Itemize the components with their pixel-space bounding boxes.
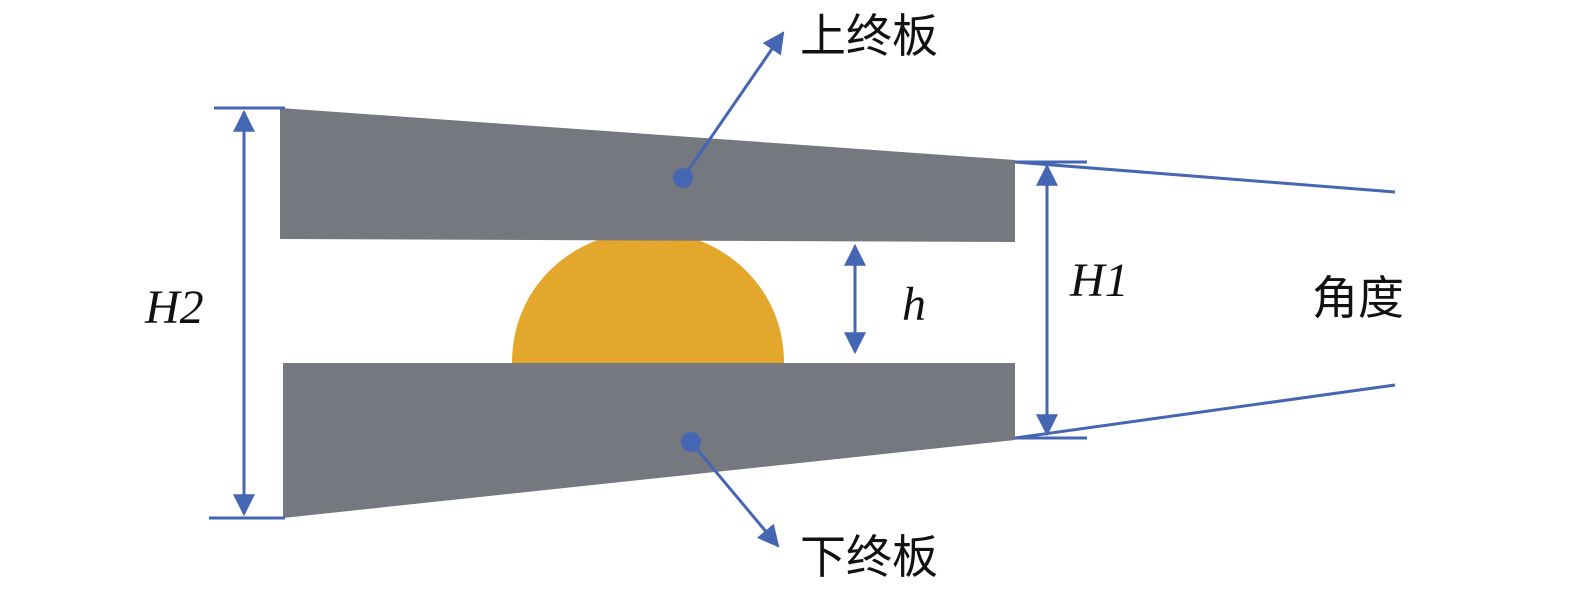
angle-upper-line (1014, 160, 1396, 194)
angle-label: 角度 (1312, 271, 1404, 325)
disc-shape (512, 231, 784, 363)
lower-pointer-arrow (689, 441, 780, 548)
h2-label: H2 (144, 281, 204, 334)
upper-pointer-arrow (681, 31, 785, 179)
upper-endplate-label: 上终板 (800, 9, 938, 63)
angle-lower-line (1014, 383, 1396, 440)
lower-endplate-shape (283, 363, 1015, 518)
lower-endplate-label: 下终板 (800, 530, 938, 584)
h-label: h (902, 278, 926, 331)
upper-endplate-shape (280, 108, 1015, 242)
h1-label: H1 (1069, 254, 1129, 307)
h2-dimension (209, 106, 285, 520)
